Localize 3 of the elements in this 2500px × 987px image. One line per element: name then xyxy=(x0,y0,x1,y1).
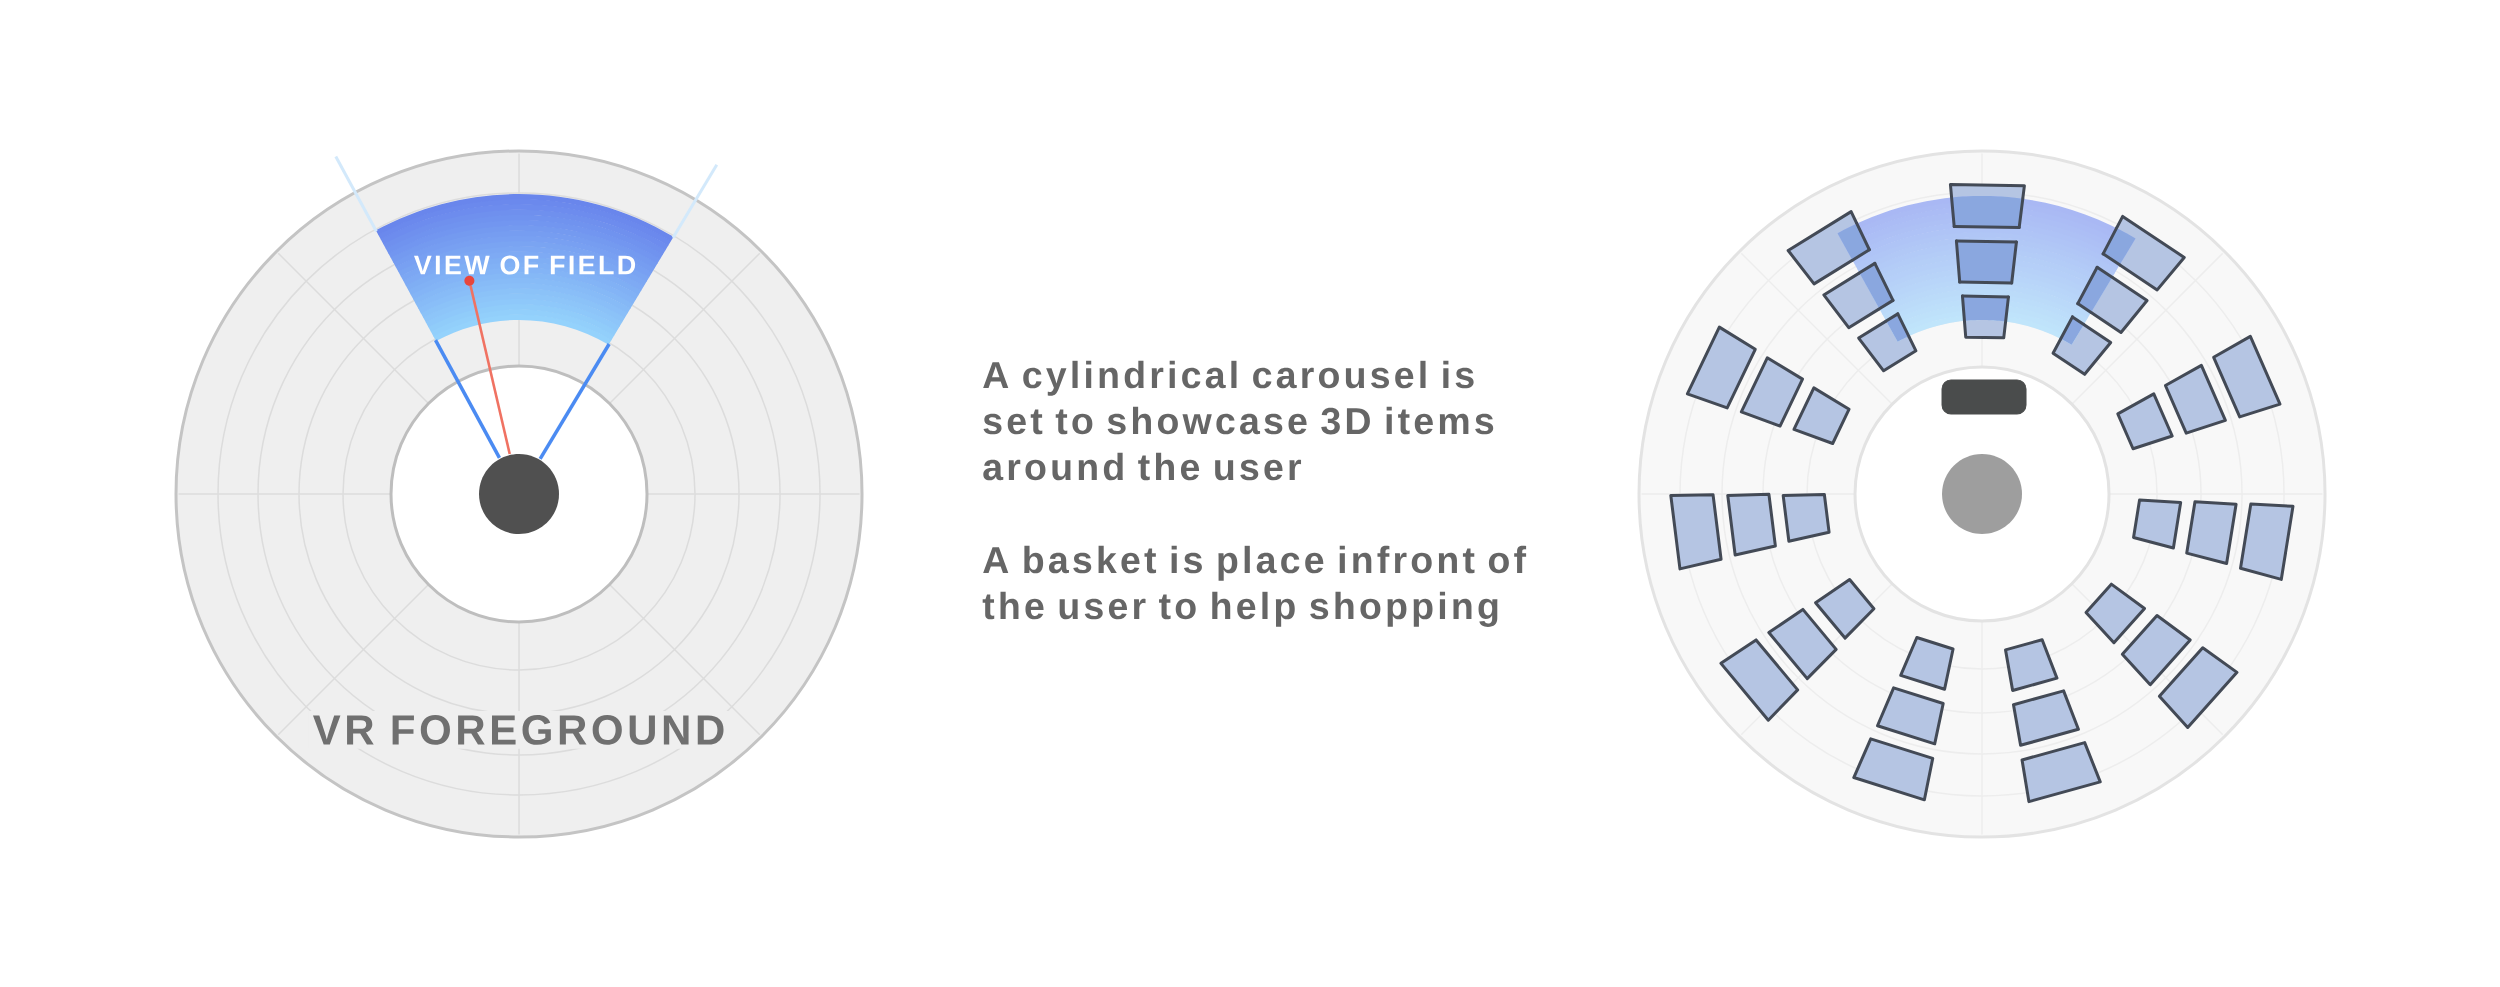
node-label: VIEW OF FIELD xyxy=(413,255,636,275)
description-text: A cylindrical carousel is set to showcase 3D items around the user xyxy=(983,360,1494,481)
description-text: A basket is place infront of the user to help shopping xyxy=(982,545,1527,627)
